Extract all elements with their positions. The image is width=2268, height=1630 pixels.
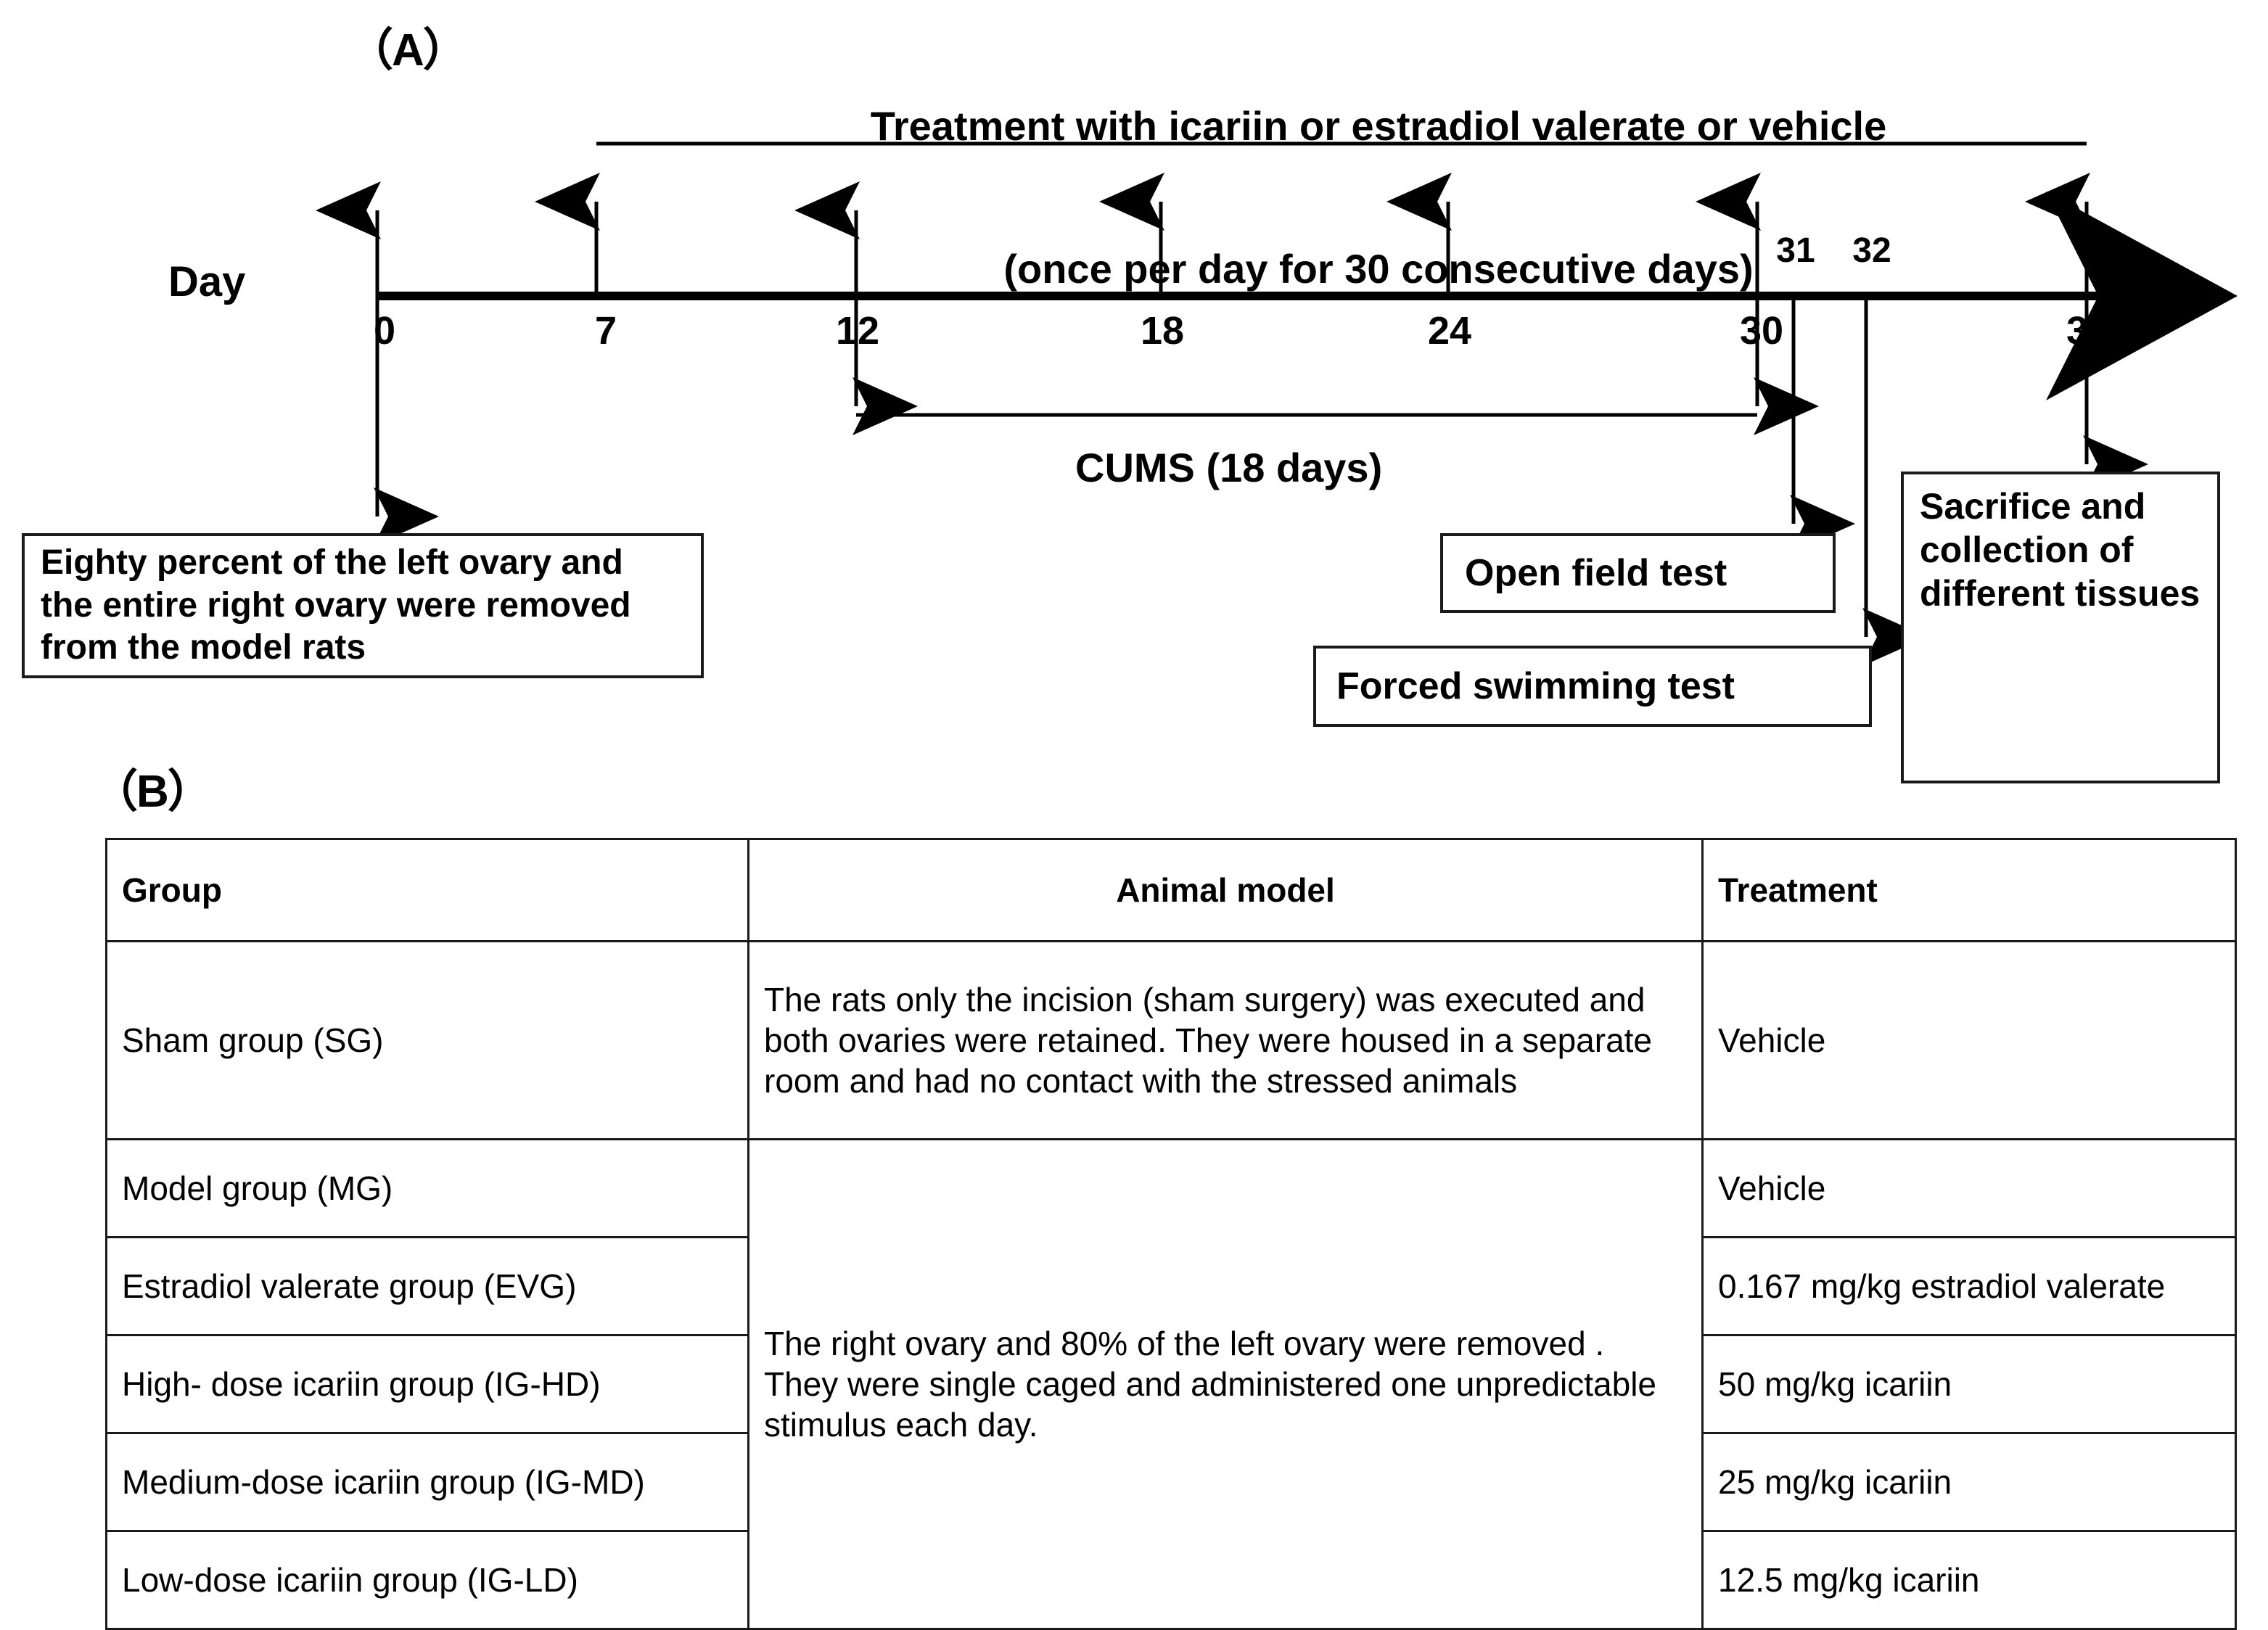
treatment-title-line-2: (once per day for 30 consecutive days) xyxy=(1003,245,1754,292)
cell-animal-model-sham: The rats only the incision (sham surgery… xyxy=(747,940,1704,1140)
cell-treatment-ig-hd: 50 mg/kg icariin xyxy=(1701,1334,2237,1434)
cell-treatment-evg: 0.167 mg/kg estradiol valerate xyxy=(1701,1236,2237,1336)
surgery-description-text: Eighty percent of the left ovary and the… xyxy=(41,543,631,667)
table-row: Estradiol valerate group (EVG) 0.167 mg/… xyxy=(105,1236,2237,1336)
column-header-treatment: Treatment xyxy=(1701,838,2237,942)
sacrifice-collection-text: Sacrifice and collection of different ti… xyxy=(1920,486,2201,614)
cell-group-model: Model group (MG) xyxy=(105,1138,749,1238)
cell-treatment-sham: Vehicle xyxy=(1701,940,2237,1140)
cell-group-sham: Sham group (SG) xyxy=(105,940,749,1140)
table-row: Medium-dose icariin group (IG-MD) 25 mg/… xyxy=(105,1432,2237,1532)
open-field-test-label: Open field test xyxy=(1465,552,1727,594)
day-tick-32: 32 xyxy=(1852,231,1891,270)
panel-b-letter: （B） xyxy=(93,767,213,817)
sacrifice-collection-box: Sacrifice and collection of different ti… xyxy=(1901,472,2220,783)
cell-treatment-model: Vehicle xyxy=(1701,1138,2237,1238)
cums-label: CUMS (18 days) xyxy=(1075,445,1383,490)
table-row: Model group (MG) The right ovary and 80%… xyxy=(105,1138,2237,1630)
day-tick-30: 30 xyxy=(1739,309,1784,353)
timeline-graphics xyxy=(316,141,2238,666)
table-row: Sham group (SG) The rats only the incisi… xyxy=(105,940,2237,1140)
group-design-table: Group Animal model Treatment Sham group … xyxy=(105,838,2237,1630)
cell-group-evg: Estradiol valerate group (EVG) xyxy=(105,1236,749,1336)
table-header-row: Group Animal model Treatment xyxy=(105,838,2237,942)
forced-swimming-test-box: Forced swimming test xyxy=(1313,646,1872,727)
cell-group-ig-hd: High- dose icariin group (IG-HD) xyxy=(105,1334,749,1434)
cell-treatment-ig-md: 25 mg/kg icariin xyxy=(1701,1432,2237,1532)
treatment-title-line-1: Treatment with icariin or estradiol vale… xyxy=(870,103,1887,149)
treatment-title: Treatment with icariin or estradiol vale… xyxy=(689,7,2068,387)
cell-group-ig-ld: Low-dose icariin group (IG-LD) xyxy=(105,1530,749,1630)
table-row: High- dose icariin group (IG-HD) 50 mg/k… xyxy=(105,1334,2237,1434)
panel-a-letter: （A） xyxy=(348,25,468,75)
column-header-group: Group xyxy=(105,838,749,942)
panel-a-timeline: （A） Treatment with icariin or estradiol … xyxy=(0,0,2268,791)
column-header-animal-model: Animal model xyxy=(747,838,1704,942)
cell-animal-model-merged: The right ovary and 80% of the left ovar… xyxy=(747,1138,1704,1630)
day-tick-18: 18 xyxy=(1140,309,1185,353)
open-field-test-box: Open field test xyxy=(1440,533,1836,613)
forced-swimming-test-label: Forced swimming test xyxy=(1336,665,1735,707)
day-tick-7: 7 xyxy=(594,309,617,353)
axis-label-day: Day xyxy=(168,258,246,305)
day-tick-24: 24 xyxy=(1427,309,1472,353)
cell-group-ig-md: Medium-dose icariin group (IG-MD) xyxy=(105,1432,749,1532)
surgery-description-box: Eighty percent of the left ovary and the… xyxy=(22,533,704,678)
day-tick-31: 31 xyxy=(1776,231,1815,270)
timeline-tick-arrows xyxy=(316,173,2090,296)
cell-treatment-ig-ld: 12.5 mg/kg icariin xyxy=(1701,1530,2237,1630)
